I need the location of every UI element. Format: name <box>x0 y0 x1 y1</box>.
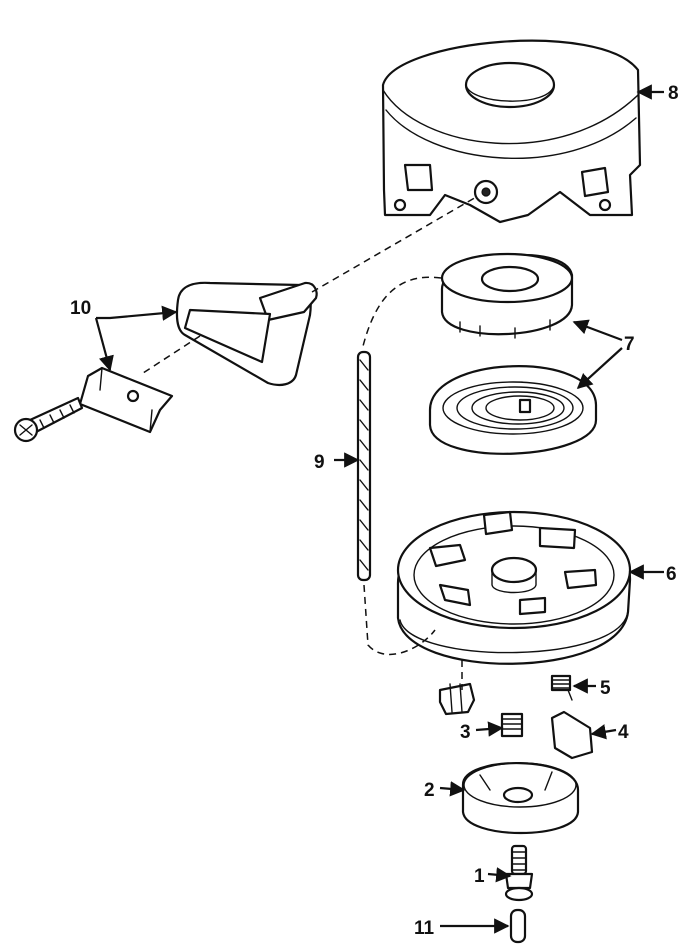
pawl <box>550 710 594 760</box>
callout-7: 7 <box>624 334 635 355</box>
starter-housing <box>381 39 642 224</box>
handle-insert <box>78 366 174 434</box>
callout-8: 8 <box>668 83 679 104</box>
pawl-bolt <box>438 682 476 716</box>
handle-screw <box>13 396 84 443</box>
rope-pin <box>509 908 527 944</box>
callout-6: 6 <box>666 564 677 585</box>
recoil-spring <box>428 365 598 455</box>
starter-handle <box>175 281 318 386</box>
pawl-retainer <box>461 762 580 834</box>
callout-10: 10 <box>70 298 91 319</box>
callout-leaders <box>94 84 664 934</box>
spring-cup <box>440 252 574 339</box>
callout-11: 11 <box>414 918 435 939</box>
callout-5: 5 <box>600 678 611 699</box>
starter-rope <box>356 350 372 582</box>
callout-1: 1 <box>474 866 485 887</box>
retainer-screw <box>504 844 534 902</box>
callout-3: 3 <box>460 722 471 743</box>
brake-spring <box>500 712 524 738</box>
pawl-spring <box>550 674 573 701</box>
callout-9: 9 <box>314 452 325 473</box>
callout-labels: 8 7 6 5 4 3 2 1 11 9 10 <box>70 83 679 939</box>
assembly-guide-lines <box>139 195 479 690</box>
callout-4: 4 <box>618 722 629 743</box>
callout-2: 2 <box>424 780 435 801</box>
rope-pulley <box>396 510 632 665</box>
